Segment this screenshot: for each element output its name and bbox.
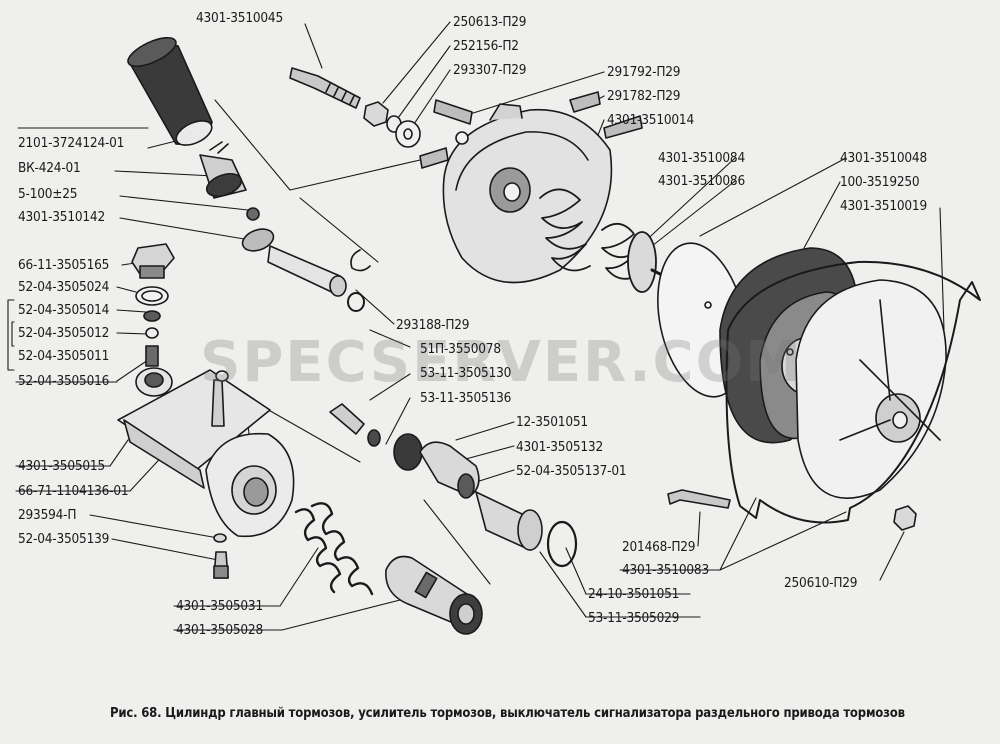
label-293188-p29: 293188-П29 bbox=[396, 317, 470, 333]
master-cylinder-body bbox=[117, 367, 295, 538]
warning-switch-part bbox=[199, 141, 260, 221]
label-66-71-1104136-01: 66-71-1104136-01 bbox=[18, 483, 129, 499]
bolt-and-nut bbox=[667, 489, 917, 531]
nut-and-washers bbox=[363, 101, 421, 148]
label-66-11-3505165: 66-11-3505165 bbox=[18, 257, 110, 273]
label-100-3519250: 100-3519250 bbox=[840, 174, 920, 190]
label-4301-3510045: 4301-3510045 bbox=[196, 10, 283, 26]
label-24-10-3501051: 24-10-3501051 bbox=[588, 586, 680, 602]
watermark: SPECSERVER.COM bbox=[200, 330, 803, 395]
label-2101-3724124-01: 2101-3724124-01 bbox=[18, 135, 125, 151]
label-201468-p29: 201468-П29 bbox=[622, 539, 696, 555]
piston-rod-part bbox=[241, 228, 347, 297]
label-52-04-3505139: 52-04-3505139 bbox=[18, 531, 110, 547]
snap-rings bbox=[347, 249, 371, 312]
label-291792-p29: 291792-П29 bbox=[607, 64, 681, 80]
label-4301-3510014: 4301-3510014 bbox=[607, 112, 694, 128]
label-4301-3505028: 4301-3505028 bbox=[176, 622, 263, 638]
label-4301-3510083: 4301-3510083 bbox=[622, 562, 709, 578]
label-4301-3505015: 4301-3505015 bbox=[18, 458, 105, 474]
label-52-04-3505016: 52-04-3505016 bbox=[18, 373, 110, 389]
booster-springs bbox=[539, 188, 670, 293]
label-293307-p29: 293307-П29 bbox=[453, 62, 527, 78]
label-52-04-3505137-01: 52-04-3505137-01 bbox=[516, 463, 627, 479]
label-250610-p29: 250610-П29 bbox=[784, 575, 858, 591]
label-4301-3510084: 4301-3510084 bbox=[658, 150, 745, 166]
label-4301-3510019: 4301-3510019 bbox=[840, 198, 927, 214]
label-5-100: 5-100±25 bbox=[18, 186, 78, 202]
booster-front-shell bbox=[419, 91, 643, 284]
booster-rear-shell bbox=[725, 260, 981, 524]
label-291782-p29: 291782-П29 bbox=[607, 88, 681, 104]
cylinder-piston bbox=[385, 555, 483, 635]
label-4301-3505132: 4301-3505132 bbox=[516, 439, 603, 455]
label-53-11-3505029: 53-11-3505029 bbox=[588, 610, 680, 626]
figure-caption: Рис. 68. Цилиндр главный тормозов, усили… bbox=[110, 706, 905, 721]
label-4301-3510048: 4301-3510048 bbox=[840, 150, 927, 166]
label-53-11-3505130: 53-11-3505130 bbox=[420, 365, 512, 381]
label-252156-p2: 252156-П2 bbox=[453, 38, 519, 54]
small-bolts bbox=[213, 533, 229, 579]
label-52-04-3505024: 52-04-3505024 bbox=[18, 279, 110, 295]
label-250613-p29: 250613-П29 bbox=[453, 14, 527, 30]
secondary-piston-set bbox=[329, 403, 578, 568]
label-4301-3505031: 4301-3505031 bbox=[176, 598, 263, 614]
label-52-04-3505012: 52-04-3505012 bbox=[18, 325, 110, 341]
label-4301-3510086: 4301-3510086 bbox=[658, 173, 745, 189]
rubber-cap-part bbox=[127, 36, 213, 146]
label-vk-424-01: ВК-424-01 bbox=[18, 160, 81, 176]
label-52-04-3505014: 52-04-3505014 bbox=[18, 302, 110, 318]
push-rod-part bbox=[289, 67, 361, 109]
label-293594-p: 293594-П bbox=[18, 507, 77, 523]
label-12-3501051: 12-3501051 bbox=[516, 414, 588, 430]
reservoir-cap-group bbox=[131, 243, 175, 367]
label-51p-3550078: 51П-3550078 bbox=[420, 341, 501, 357]
label-53-11-3505136: 53-11-3505136 bbox=[420, 390, 512, 406]
label-4301-3510142: 4301-3510142 bbox=[18, 209, 105, 225]
label-52-04-3505011: 52-04-3505011 bbox=[18, 348, 110, 364]
cylinder-spring bbox=[294, 502, 374, 596]
